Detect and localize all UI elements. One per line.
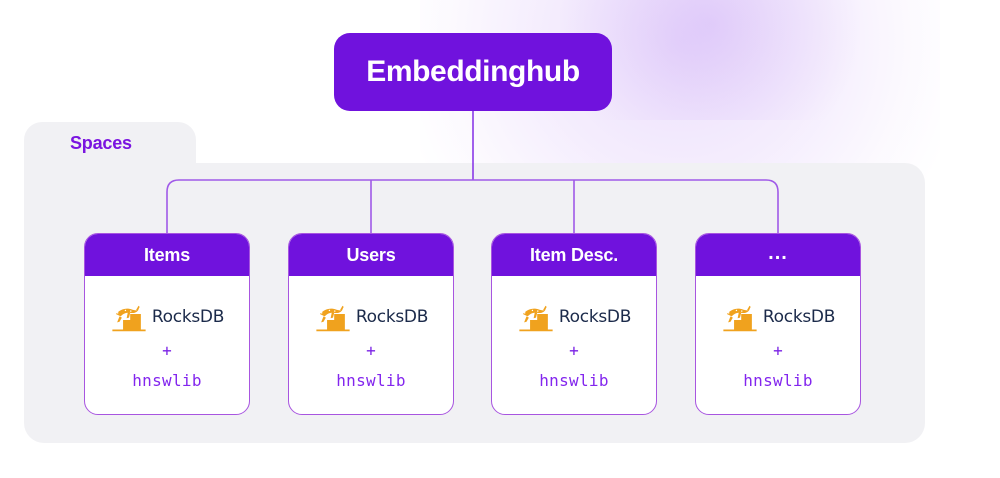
root-node-label: Embeddinghub: [366, 55, 580, 88]
space-card-title: Items: [143, 244, 191, 265]
spaces-group-label: Spaces: [70, 133, 132, 153]
plus-connector: +: [569, 341, 579, 360]
index-library-name: hnswlib: [132, 371, 202, 390]
engine-name: RocksDB: [355, 307, 429, 327]
spaces-tab-panel-joint: [24, 150, 196, 180]
space-card-title: Item Desc.: [529, 244, 619, 265]
engine-name: RocksDB: [762, 307, 836, 327]
index-library-name: hnswlib: [336, 371, 406, 390]
plus-connector: +: [773, 341, 783, 360]
space-card-body: RocksDB + hnswlib: [289, 276, 453, 414]
root-node-embeddinghub[interactable]: Embeddinghub: [334, 33, 612, 111]
space-card-body: RocksDB + hnswlib: [492, 276, 656, 414]
rocksdb-logo-icon: [519, 305, 553, 332]
space-card-body: RocksDB + hnswlib: [696, 276, 860, 414]
index-library-name: hnswlib: [539, 371, 609, 390]
engine-row: RocksDB: [110, 302, 224, 332]
engine-row: RocksDB: [517, 302, 631, 332]
rocksdb-logo-icon: [723, 305, 757, 332]
space-card-header: Items: [85, 234, 249, 276]
plus-connector: +: [162, 341, 172, 360]
engine-name: RocksDB: [151, 307, 225, 327]
engine-row: RocksDB: [314, 302, 428, 332]
space-card-item-desc[interactable]: Item Desc. RocksDB + hnswlib: [491, 233, 657, 415]
space-card-body: RocksDB + hnswlib: [85, 276, 249, 414]
space-card-header: ...: [696, 234, 860, 276]
engine-row: RocksDB: [721, 302, 835, 332]
space-card-items[interactable]: Items RocksDB + hnswlib: [84, 233, 250, 415]
index-library-name: hnswlib: [743, 371, 813, 390]
plus-connector: +: [366, 341, 376, 360]
space-card-title: Users: [346, 244, 396, 265]
rocksdb-logo-icon: [112, 305, 146, 332]
space-card-header: Users: [289, 234, 453, 276]
space-card-more[interactable]: ... RocksDB + hnswlib: [695, 233, 861, 415]
space-card-users[interactable]: Users RocksDB + hnswlib: [288, 233, 454, 415]
space-card-title: ...: [768, 241, 788, 264]
space-card-header: Item Desc.: [492, 234, 656, 276]
engine-name: RocksDB: [558, 307, 632, 327]
rocksdb-logo-icon: [316, 305, 350, 332]
